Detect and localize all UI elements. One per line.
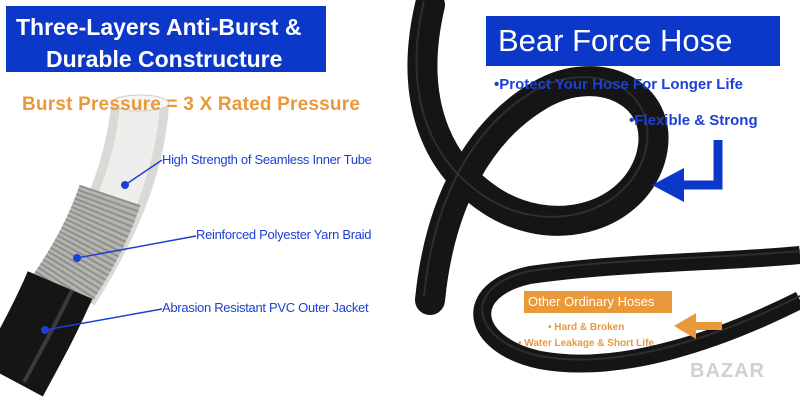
product-title: Bear Force Hose [498, 23, 733, 58]
product-title-banner: Bear Force Hose [486, 16, 780, 66]
drawback-leakage: • Water Leakage & Short Life [518, 338, 654, 349]
drawback-hard: • Hard & Broken [548, 322, 624, 333]
inner-tube-label: High Strength of Seamless Inner Tube [162, 152, 372, 167]
drawback-label: Water Leakage & Short Life [524, 338, 654, 349]
feature-label: Protect Your Hose For Longer Life [499, 76, 743, 93]
burst-pressure-label: Burst Pressure = 3 X Rated Pressure [22, 94, 361, 115]
bullet-icon: • [518, 338, 522, 349]
layers-panel: Three-Layers Anti-Burst & Durable Constr… [0, 6, 372, 397]
hose-cross-section-illustration [0, 94, 197, 397]
hose-loop-illustration [407, 0, 800, 373]
feature-protect: •Protect Your Hose For Longer Life [494, 76, 743, 93]
construction-title-banner: Three-Layers Anti-Burst & Durable Constr… [6, 6, 326, 72]
comparison-panel: Bear Force Hose •Protect Your Hose For L… [400, 0, 800, 400]
drawback-label: Hard & Broken [554, 322, 625, 333]
feature-flexible: •Flexible & Strong [629, 112, 758, 129]
ordinary-hoses-heading: Other Ordinary Hoses [528, 294, 655, 309]
ordinary-hoses-banner: Other Ordinary Hoses [524, 291, 672, 313]
braid-label: Reinforced Polyester Yarn Braid [196, 227, 372, 242]
title-line-1: Three-Layers Anti-Burst & [16, 14, 302, 40]
title-line-2: Durable Constructure [46, 46, 283, 72]
watermark-logo: BAZAR [690, 360, 765, 382]
outer-jacket-label: Abrasion Resistant PVC Outer Jacket [162, 300, 369, 315]
feature-label: Flexible & Strong [634, 112, 758, 129]
bullet-icon: • [494, 76, 500, 93]
bullet-icon: • [548, 322, 552, 333]
bullet-icon: • [629, 112, 635, 129]
